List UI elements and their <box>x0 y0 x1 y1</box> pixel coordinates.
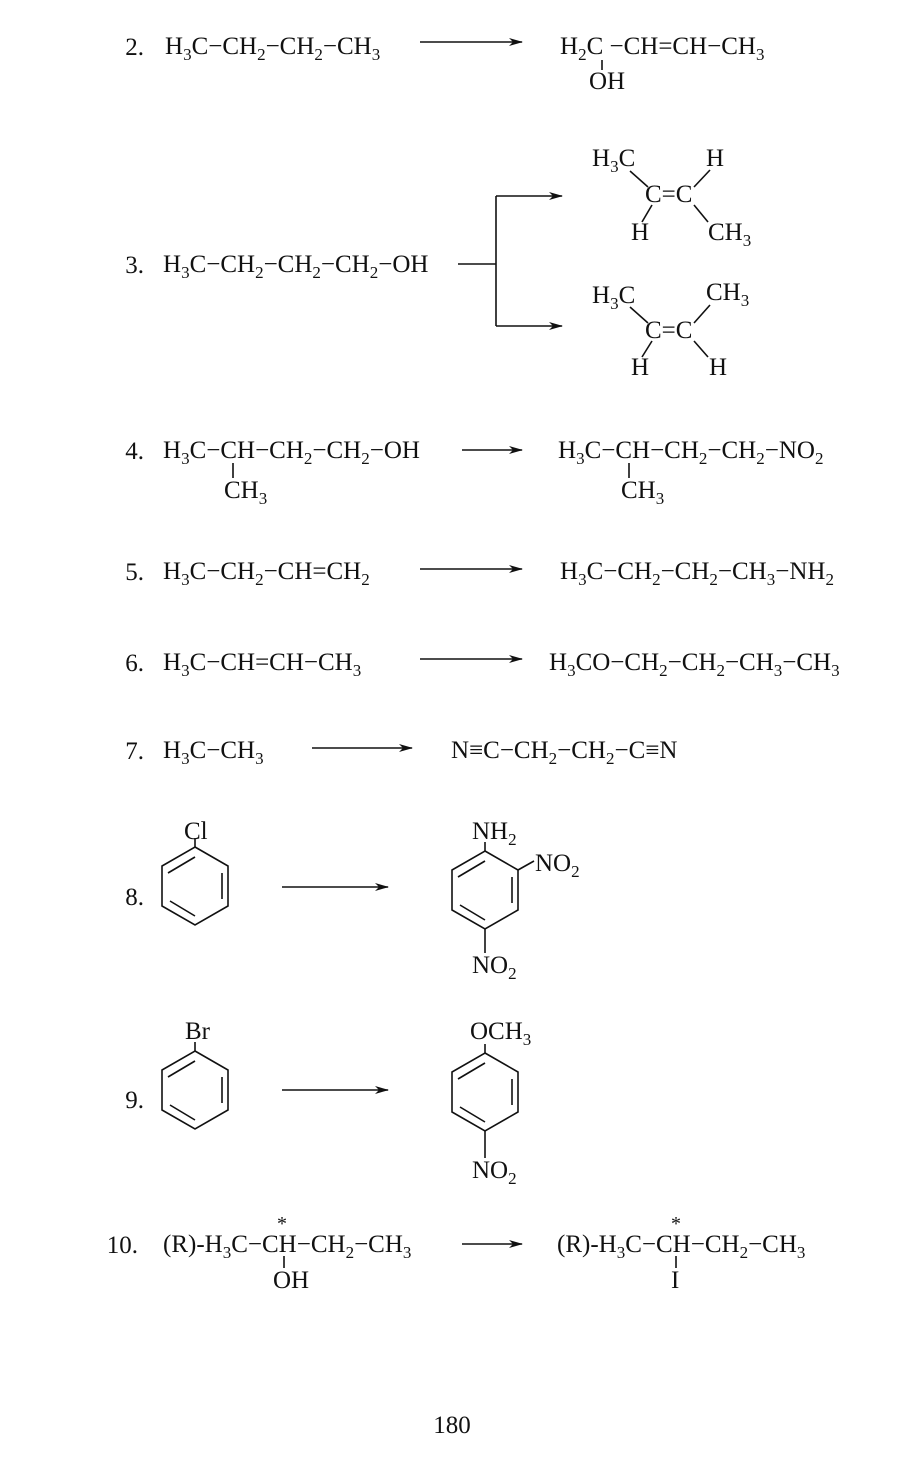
formula-7-reactant: H3C−CH3 <box>163 737 264 768</box>
problem-number-4: 4. <box>125 438 144 465</box>
problem-number-2: 2. <box>125 34 144 61</box>
formula-9-product-no2: NO2 <box>472 1157 517 1188</box>
formula-4-reactant: H3C−CH−CH2−CH2−OH <box>163 437 420 468</box>
benzene-ring-8-product <box>451 850 519 930</box>
formula-3-reactant: H3C−CH2−CH2−CH2−OH <box>163 251 429 282</box>
problem-number-7: 7. <box>125 738 144 765</box>
formula-6-reactant: H3C−CH=CH−CH3 <box>163 649 362 680</box>
trans-h-bottom-left-label: H <box>631 354 650 381</box>
problem-number-9: 9. <box>125 1087 144 1114</box>
formula-4-product: H3C−CH−CH2−CH2−NO2 <box>558 437 824 468</box>
formula-10-reactant-oh: OH <box>273 1267 310 1294</box>
benzene-ring-9-product <box>451 1052 519 1132</box>
formula-9-product-och3: OCH3 <box>470 1018 532 1049</box>
formula-2-product-oh: OH <box>589 68 626 95</box>
benzene-ring-9-reactant <box>161 1050 229 1130</box>
trans-double-bond-label: C=C <box>645 317 693 344</box>
formula-5-product: H3C−CH2−CH2−CH3−NH2 <box>560 558 834 589</box>
formula-10-product-star: * <box>671 1213 681 1235</box>
trans-h3c-label: H3C <box>592 282 636 313</box>
trans-h-bottom-right-label: H <box>709 354 728 381</box>
formula-2-product: H2C −CH=CH−CH3 <box>560 33 765 64</box>
formula-10-reactant: (R)-H3C−CH−CH2−CH3 <box>163 1231 412 1262</box>
cis-double-bond-label: C=C <box>645 181 693 208</box>
formula-4-reactant-ch3: CH3 <box>224 477 268 508</box>
formula-9-reactant-br: Br <box>185 1018 210 1045</box>
cis-h-top-label: H <box>706 145 725 172</box>
formula-8-product-no2-ortho: NO2 <box>535 850 580 881</box>
formula-8-reactant-cl: Cl <box>184 818 208 845</box>
problem-number-3: 3. <box>125 252 144 279</box>
formula-7-product: N≡C−CH2−CH2−C≡N <box>451 737 678 768</box>
problem-number-10: 10. <box>106 1232 138 1259</box>
formula-10-product: (R)-H3C−CH−CH2−CH3 <box>557 1231 806 1262</box>
problem-number-5: 5. <box>125 559 144 586</box>
formula-2-reactant: H3C−CH2−CH2−CH3 <box>165 33 381 64</box>
cis-h3c-label: H3C <box>592 145 636 176</box>
cis-h-bottom-label: H <box>631 219 650 246</box>
benzene-ring-8-reactant <box>161 846 229 926</box>
formula-4-product-ch3: CH3 <box>621 477 665 508</box>
formula-10-reactant-star: * <box>277 1213 287 1235</box>
formula-10-product-i: I <box>671 1267 680 1294</box>
page-number: 180 <box>433 1412 471 1439</box>
formula-8-product-nh2: NH2 <box>472 818 517 849</box>
cis-ch3-label: CH3 <box>708 219 752 250</box>
trans-ch3-label: CH3 <box>706 279 750 310</box>
problem-number-6: 6. <box>125 650 144 677</box>
formula-6-product: H3CO−CH2−CH2−CH3−CH3 <box>549 649 840 680</box>
formula-8-product-no2-para: NO2 <box>472 952 517 983</box>
formula-5-reactant: H3C−CH2−CH=CH2 <box>163 558 370 589</box>
problem-number-8: 8. <box>125 884 144 911</box>
